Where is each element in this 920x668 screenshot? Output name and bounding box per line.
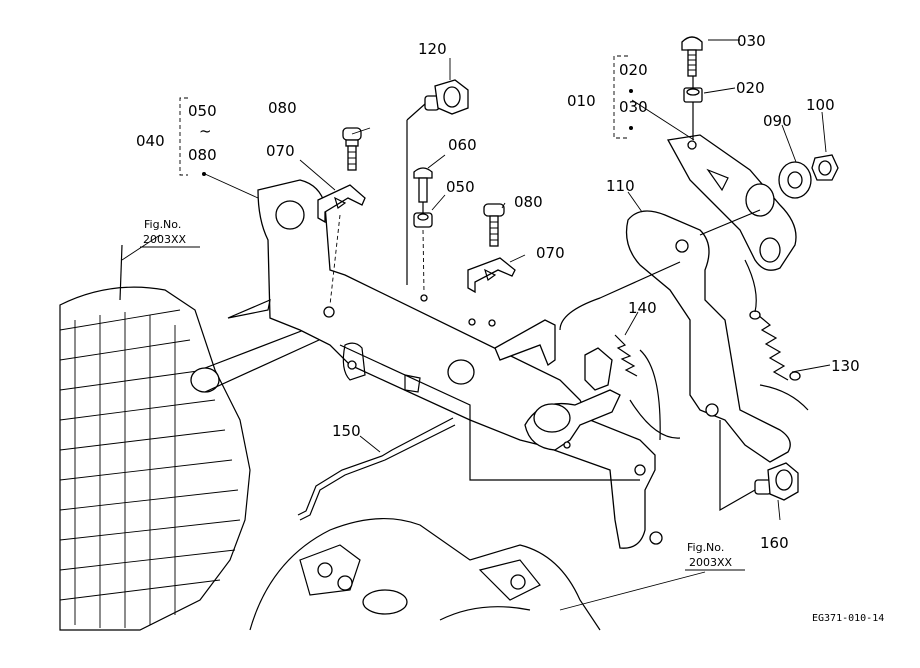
bullet-dot (202, 172, 206, 176)
label-080-right: 080 (514, 193, 543, 211)
spring-140 (614, 334, 638, 377)
clamp-070-right (467, 257, 516, 294)
label-110: 110 (606, 177, 635, 195)
label-040: 040 (136, 132, 165, 150)
main-bracket-040 (227, 179, 663, 549)
nut-020 (683, 87, 703, 103)
clamp-070-left (317, 184, 366, 224)
label-140: 140 (628, 299, 657, 317)
label-150: 150 (332, 422, 361, 440)
fig-ref-1-title: Fig.No. (144, 218, 181, 231)
grouping-bracket-010 (613, 55, 628, 139)
label-020: 020 (736, 79, 765, 97)
label-120: 120 (418, 40, 447, 58)
label-050: 050 (446, 178, 475, 196)
label-030-range-end: 030 (619, 98, 648, 116)
bullet-dot (629, 89, 633, 93)
nut-100 (811, 154, 839, 181)
arm-010 (666, 134, 797, 271)
label-060: 060 (448, 136, 477, 154)
grouping-bracket-040 (179, 97, 188, 176)
rod-150 (297, 417, 456, 521)
bolt-030 (681, 36, 703, 77)
bullet-dot (629, 126, 633, 130)
label-020-range-start: 020 (619, 61, 648, 79)
label-160: 160 (760, 534, 789, 552)
engine-block-illustration (59, 244, 331, 631)
screw-080-right (483, 203, 505, 247)
washer-050 (413, 212, 433, 228)
washer-090 (778, 161, 812, 199)
label-130: 130 (831, 357, 860, 375)
label-090: 090 (763, 112, 792, 130)
bolt-120 (424, 79, 469, 115)
drawing-code: EG371-010-14 (812, 613, 884, 624)
fig-ref-1-code: 2003XX (143, 233, 187, 246)
label-010: 010 (567, 92, 596, 110)
bolt-160 (754, 462, 799, 501)
leader-lines (121, 39, 831, 611)
screw-060 (413, 167, 433, 203)
label-070-left: 070 (266, 142, 295, 160)
label-080-upper: 080 (268, 99, 297, 117)
label-100: 100 (806, 96, 835, 114)
label-080-range-end: 080 (188, 146, 217, 164)
screw-080-left (342, 127, 362, 171)
fig-ref-2-code: 2003XX (689, 556, 733, 569)
transmission-housing-illustration (249, 518, 601, 631)
label-050-range-start: 050 (188, 102, 217, 120)
lever-110 (625, 210, 791, 463)
fig-ref-2-title: Fig.No. (687, 541, 724, 554)
label-070-right: 070 (536, 244, 565, 262)
throttle-arm-assembly (524, 347, 621, 451)
label-tilde: ~ (199, 122, 212, 140)
spring-130 (744, 259, 801, 381)
label-030: 030 (737, 32, 766, 50)
